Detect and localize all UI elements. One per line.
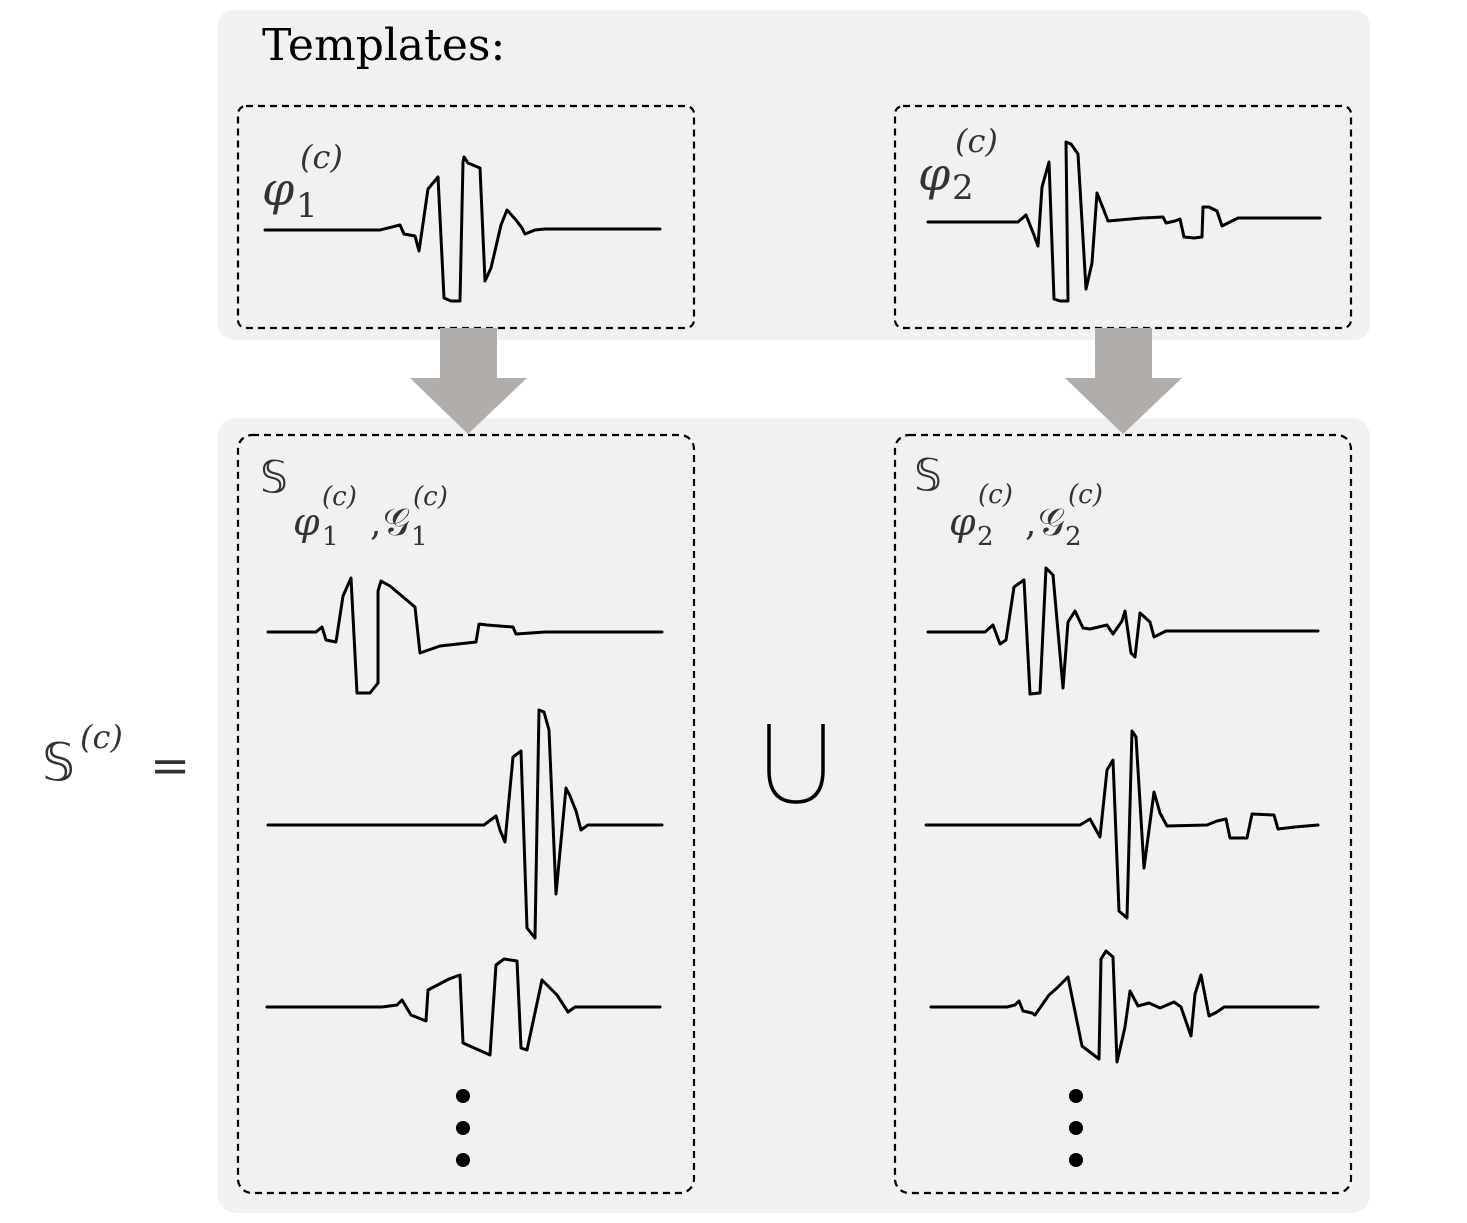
template-2-label: φ 2 (c): [918, 122, 998, 208]
svg-text:φ: φ: [949, 500, 976, 544]
template-1-waveform: [263, 155, 662, 303]
svg-text:1: 1: [296, 186, 318, 226]
svg-text:φ: φ: [918, 147, 951, 201]
svg-text:𝕊: 𝕊: [914, 450, 942, 501]
svg-text:𝒢: 𝒢: [383, 500, 410, 544]
union-symbol: [767, 724, 825, 804]
svg-text:𝕊: 𝕊: [260, 452, 288, 503]
set-1-waveform-2: [266, 708, 664, 940]
set-1-ellipsis: [456, 1089, 470, 1167]
set-2-box: [893, 433, 1353, 1195]
svg-text:(c): (c): [300, 138, 343, 176]
svg-text:=: =: [150, 738, 190, 794]
svg-text:,: ,: [1025, 503, 1036, 544]
arrow-down-2: [1065, 328, 1182, 434]
template-1-label: φ 1 (c): [262, 138, 343, 226]
svg-text:(c): (c): [978, 480, 1013, 510]
svg-text:(c): (c): [80, 718, 123, 756]
templates-panel: [218, 10, 1370, 340]
set-1-waveform-1: [266, 576, 664, 695]
svg-text:(c): (c): [955, 122, 998, 160]
set-equation: 𝕊 (c) =: [42, 718, 190, 794]
arrow-down-1: [410, 328, 527, 434]
svg-text:φ: φ: [293, 500, 320, 544]
svg-text:2: 2: [952, 168, 974, 208]
set-2-waveform-3: [929, 949, 1320, 1064]
svg-text:2: 2: [977, 522, 994, 552]
set-2-waveform-2: [924, 729, 1320, 920]
svg-text:φ: φ: [262, 162, 295, 216]
templates-heading: Templates:: [262, 20, 505, 71]
svg-text:,: ,: [370, 503, 381, 544]
set-2-label: 𝕊 φ 2 (c) , 𝒢 2 (c): [914, 450, 1103, 552]
svg-text:𝒢: 𝒢: [1038, 500, 1065, 544]
svg-text:1: 1: [322, 522, 339, 552]
set-1-waveform-3: [265, 957, 662, 1057]
svg-text:1: 1: [411, 522, 428, 552]
svg-text:(c): (c): [413, 482, 448, 512]
svg-text:(c): (c): [322, 482, 357, 512]
svg-text:(c): (c): [1068, 480, 1103, 510]
set-2-waveform-1: [926, 566, 1320, 696]
sets-panel: [218, 418, 1370, 1213]
set-1-label: 𝕊 φ 1 (c) , 𝒢 1 (c): [260, 452, 448, 552]
svg-text:2: 2: [1065, 522, 1082, 552]
svg-text:𝕊: 𝕊: [42, 733, 75, 793]
set-2-ellipsis: [1069, 1089, 1083, 1167]
set-1-box: [236, 433, 696, 1195]
template-2-waveform: [926, 140, 1322, 303]
